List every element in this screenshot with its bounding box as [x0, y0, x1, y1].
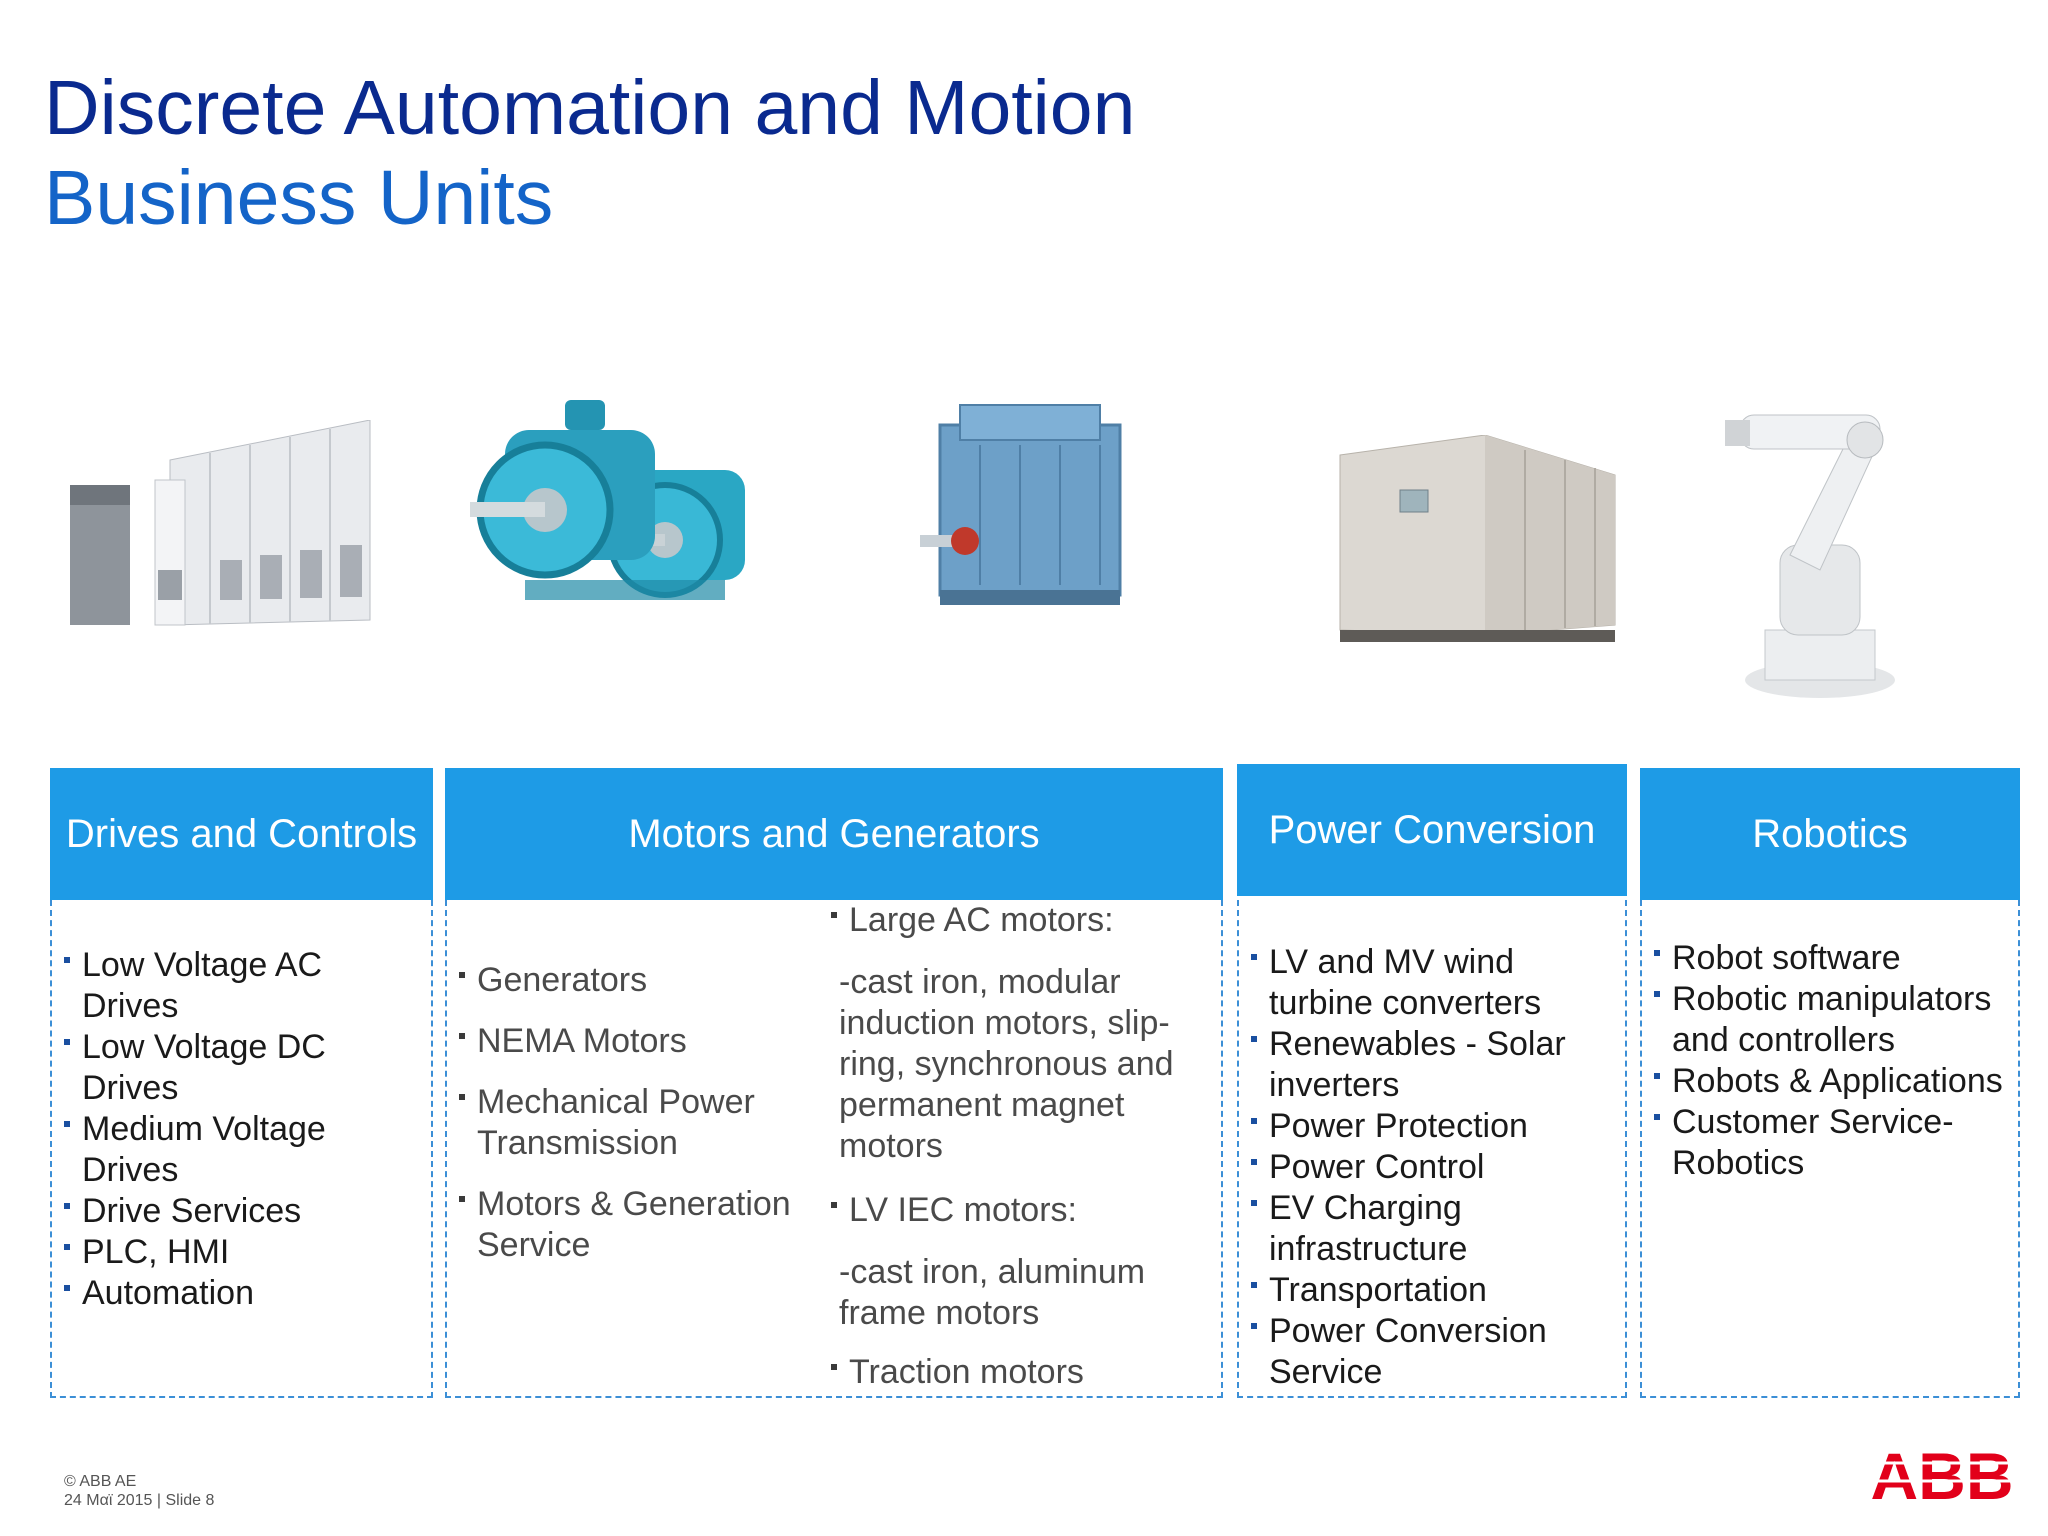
blue-motors-image [465, 390, 765, 630]
list-item: Generators [455, 960, 795, 1001]
list-item: Power Conversion Service [1247, 1311, 1607, 1393]
copyright-text: © ABB AE [64, 1473, 137, 1490]
date-slide-text: 24 Μαϊ 2015 | Slide 8 [64, 1492, 215, 1509]
page-title: Discrete Automation and Motion [44, 65, 1136, 151]
list-item: Mechanical Power Transmission [455, 1082, 795, 1164]
list-item: LV IEC motors: [827, 1190, 1207, 1231]
panel-robotics: Robot software Robotic manipulators and … [1640, 900, 2020, 1398]
list-item: Customer Service-Robotics [1650, 1102, 2005, 1184]
drives-list: Low Voltage AC Drives Low Voltage DC Dri… [60, 945, 390, 1314]
abb-logo: ABB [1868, 1439, 2016, 1513]
list-item: Robots & Applications [1650, 1061, 2005, 1102]
list-item: Robotic manipulators and controllers [1650, 979, 2005, 1061]
large-ac-motor-image [920, 395, 1140, 615]
list-item: Low Voltage AC Drives [60, 945, 390, 1027]
list-item: Medium Voltage Drives [60, 1109, 390, 1191]
header-drives-and-controls: Drives and Controls [50, 768, 433, 900]
traction-heading: Traction motors [827, 1352, 1207, 1393]
list-item: PLC, HMI [60, 1232, 390, 1273]
drive-cabinets-image [70, 420, 390, 630]
industrial-robot-image [1720, 395, 1920, 705]
motors-left-list: Generators NEMA Motors Mechanical Power … [455, 960, 795, 1266]
list-item: Traction motors [827, 1352, 1207, 1393]
large-ac-heading: Large AC motors: [827, 900, 1207, 941]
header-power-conversion: Power Conversion [1237, 764, 1627, 896]
list-item: Large AC motors: [827, 900, 1207, 941]
robotics-list: Robot software Robotic manipulators and … [1650, 938, 2005, 1184]
power-conversion-list: LV and MV wind turbine converters Renewa… [1247, 942, 1607, 1393]
list-item: Drive Services [60, 1191, 390, 1232]
header-motors-and-generators: Motors and Generators [445, 768, 1223, 900]
list-item: Transportation [1247, 1270, 1607, 1311]
header-robotics: Robotics [1640, 768, 2020, 900]
list-item: Low Voltage DC Drives [60, 1027, 390, 1109]
panel-motors-and-generators: Generators NEMA Motors Mechanical Power … [445, 900, 1223, 1398]
abb-logo-text: ABB [1871, 1445, 2014, 1505]
list-item: Robot software [1650, 938, 2005, 979]
panel-drives-and-controls: Low Voltage AC Drives Low Voltage DC Dri… [50, 900, 433, 1398]
list-item: Renewables - Solar inverters [1247, 1024, 1607, 1106]
lv-iec-description: -cast iron, aluminum frame motors [839, 1253, 1146, 1332]
list-item: LV and MV wind turbine converters [1247, 942, 1607, 1024]
panel-power-conversion: LV and MV wind turbine converters Renewa… [1237, 900, 1627, 1398]
power-converter-cabinet-image [1335, 435, 1625, 655]
large-ac-description: -cast iron, modular induction motors, sl… [839, 963, 1174, 1165]
list-item: Power Protection [1247, 1106, 1607, 1147]
list-item: EV Charging infrastructure [1247, 1188, 1607, 1270]
list-item: Automation [60, 1273, 390, 1314]
page-subtitle: Business Units [44, 155, 554, 241]
list-item: Motors & Generation Service [455, 1184, 795, 1266]
list-item: Power Control [1247, 1147, 1607, 1188]
list-item: NEMA Motors [455, 1021, 795, 1062]
lv-iec-heading: LV IEC motors: [827, 1190, 1207, 1231]
footer: © ABB AE 24 Μαϊ 2015 | Slide 8 [64, 1472, 214, 1510]
